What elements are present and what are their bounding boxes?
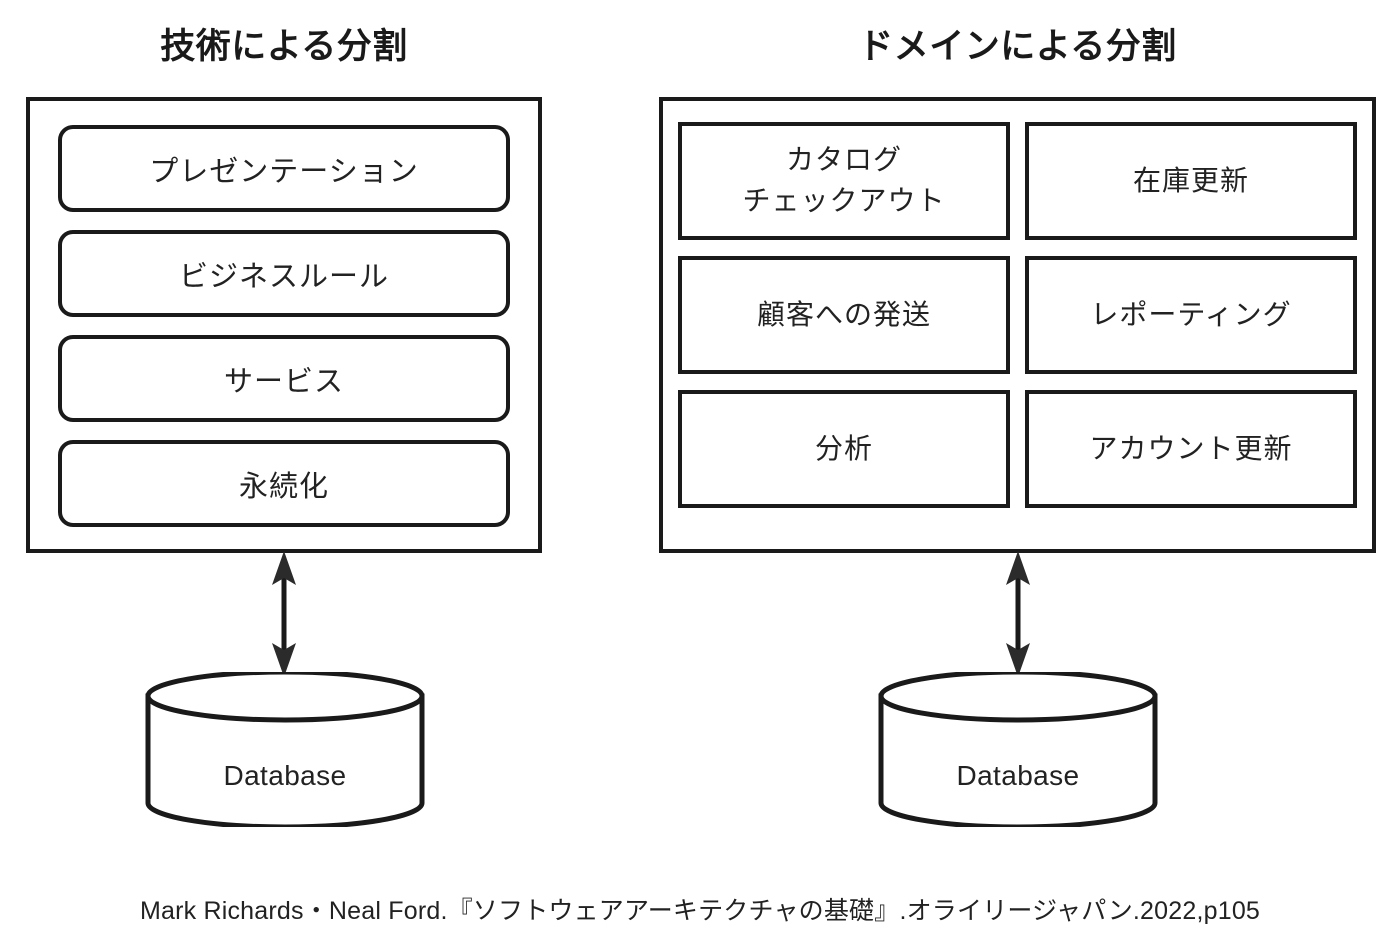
layer-label: 永続化 [238, 470, 329, 503]
technical-partition-container: プレゼンテーション ビジネスルール サービス 永続化 [26, 97, 542, 553]
connector-arrow-technical [264, 551, 304, 677]
double-arrow-vertical-icon [1006, 551, 1030, 677]
source-caption: Mark Richards・Neal Ford.『ソフトウェアアーキテクチャの基… [139, 897, 1261, 925]
domain-label: アカウント更新 [1089, 432, 1293, 464]
layer-label: ビジネスルール [178, 260, 389, 293]
database-technical: Database [144, 669, 426, 830]
domain-box-shipping-to-customer[interactable]: 顧客への発送 [678, 256, 1010, 374]
panel-title-technical: 技術による分割 [160, 27, 408, 66]
domain-box-catalog-checkout[interactable]: カタログ チェックアウト [678, 122, 1010, 240]
database-cylinder-icon [145, 669, 425, 830]
domain-label: 分析 [814, 432, 873, 464]
double-arrow-vertical-icon [272, 551, 296, 677]
domain-box-inventory-update[interactable]: 在庫更新 [1025, 122, 1357, 240]
layer-stack: プレゼンテーション ビジネスルール サービス 永続化 [58, 125, 510, 527]
domain-label: レポーティング [1090, 298, 1292, 330]
domain-box-analytics[interactable]: 分析 [678, 390, 1010, 508]
domain-box-reporting[interactable]: レポーティング [1025, 256, 1357, 374]
panel-title-domain: ドメインによる分割 [858, 27, 1177, 66]
domain-label: カタログ チェックアウト [742, 144, 946, 216]
layer-label: プレゼンテーション [149, 155, 419, 188]
layer-label: サービス [223, 365, 344, 398]
domain-label: 在庫更新 [1132, 164, 1249, 196]
connector-arrow-domain [998, 551, 1038, 677]
layer-box-services[interactable]: サービス [58, 335, 510, 422]
database-label: Database [956, 760, 1080, 791]
database-cylinder-icon [878, 669, 1158, 830]
domain-grid: カタログ チェックアウト 在庫更新 顧客への発送 レポーティング 分析 アカウン… [678, 122, 1357, 508]
domain-partition-container: カタログ チェックアウト 在庫更新 顧客への発送 レポーティング 分析 アカウン… [659, 97, 1376, 553]
domain-label: 顧客への発送 [756, 298, 931, 330]
layer-box-persistence[interactable]: 永続化 [58, 440, 510, 527]
layer-box-presentation[interactable]: プレゼンテーション [58, 125, 510, 212]
layer-box-business-rules[interactable]: ビジネスルール [58, 230, 510, 317]
database-domain: Database [877, 669, 1159, 830]
database-label: Database [223, 760, 347, 791]
domain-box-account-update[interactable]: アカウント更新 [1025, 390, 1357, 508]
